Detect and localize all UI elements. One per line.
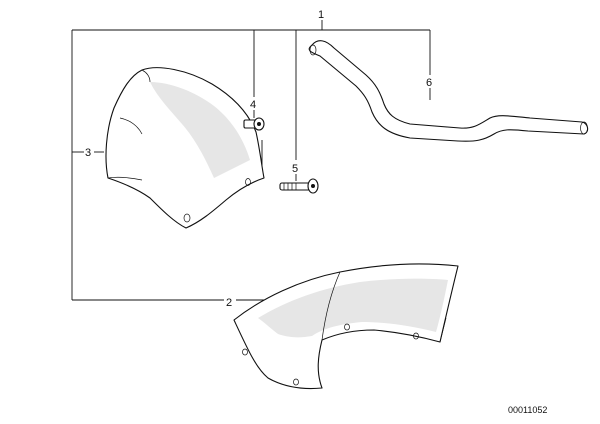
- screw-icon: [243, 117, 265, 131]
- callout-4: 4: [250, 99, 256, 111]
- document-number: 00011052: [508, 405, 547, 415]
- bolt-icon: [279, 178, 319, 194]
- windscreen-small-icon: [105, 67, 265, 229]
- callout-6: 6: [426, 77, 432, 89]
- handlebar-icon: [308, 40, 589, 142]
- callout-1: 1: [318, 9, 324, 21]
- callout-5: 5: [292, 163, 298, 175]
- windscreen-large-icon: [233, 263, 459, 390]
- callout-3: 3: [85, 147, 91, 159]
- callout-2: 2: [226, 297, 232, 309]
